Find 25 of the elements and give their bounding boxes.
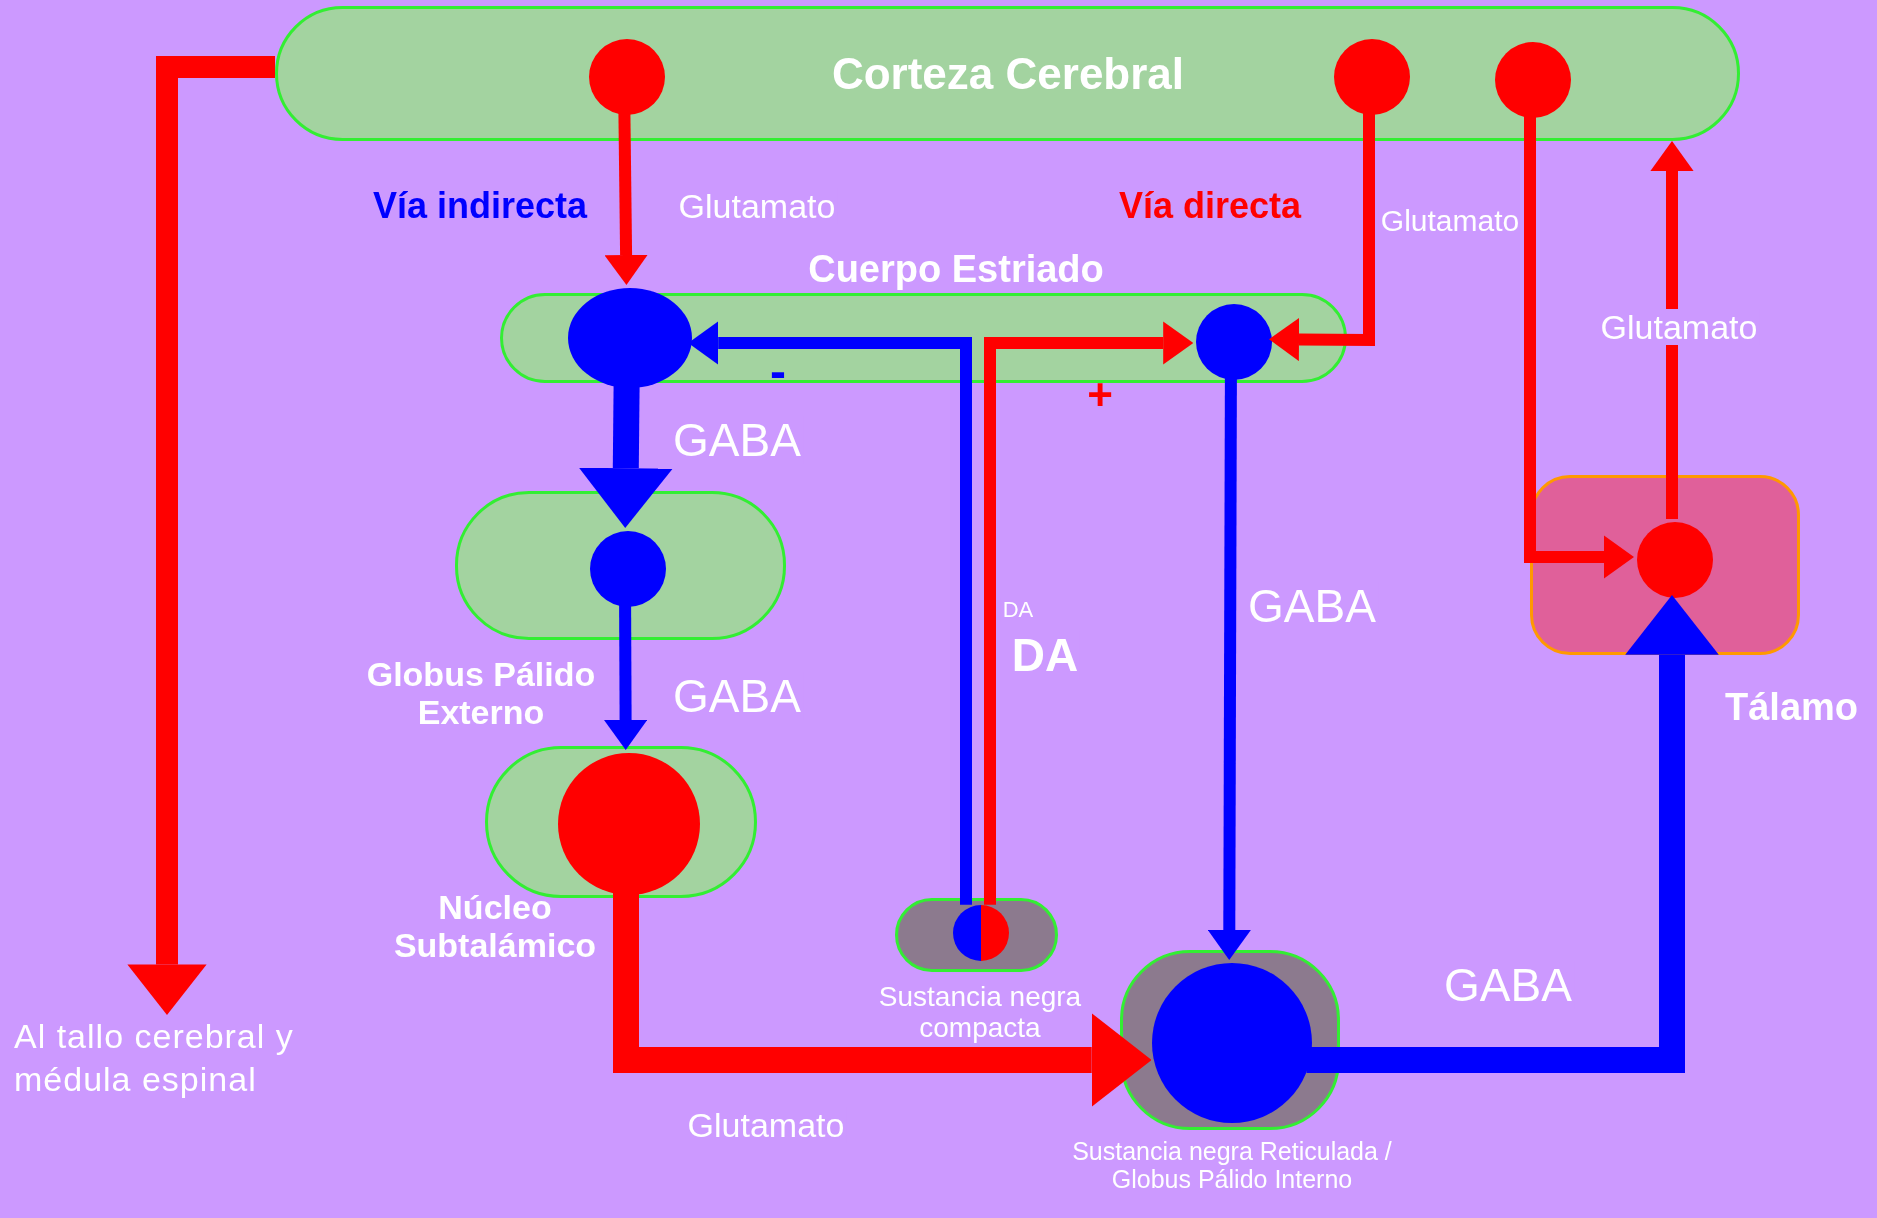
region-label: Globus Pálido Externo [365,655,597,732]
destination-label: Al tallo cerebral y médula espinal [14,1015,324,1105]
sign-label: + [1087,373,1113,417]
sign-label: - [770,348,786,396]
arrow [1207,376,1251,960]
arrow [1269,112,1375,362]
arrow [604,603,648,750]
neuron-circle [953,905,1009,961]
region-label: Sustancia negra compacta [877,981,1083,1044]
region-label: Tálamo [1725,686,1860,729]
arrow [127,56,275,1015]
arrow [579,384,673,528]
region-label: Núcleo Subtalámico [392,888,598,965]
arrow [604,111,648,285]
arrow [1650,141,1694,519]
region-label: Cuerpo Estriado [807,248,1105,291]
arrow [984,321,1194,905]
pathway-label: Vía indirecta [372,188,588,224]
region-label: Sustancia negra Reticulada / Globus Pálido Interno [1071,1137,1393,1193]
arrow [688,321,972,905]
arrow [1306,595,1719,1073]
arrow [613,892,1152,1107]
region-label: Corteza Cerebral [830,49,1186,99]
arrow [1524,115,1634,579]
pathway-label: Vía directa [1118,188,1302,224]
